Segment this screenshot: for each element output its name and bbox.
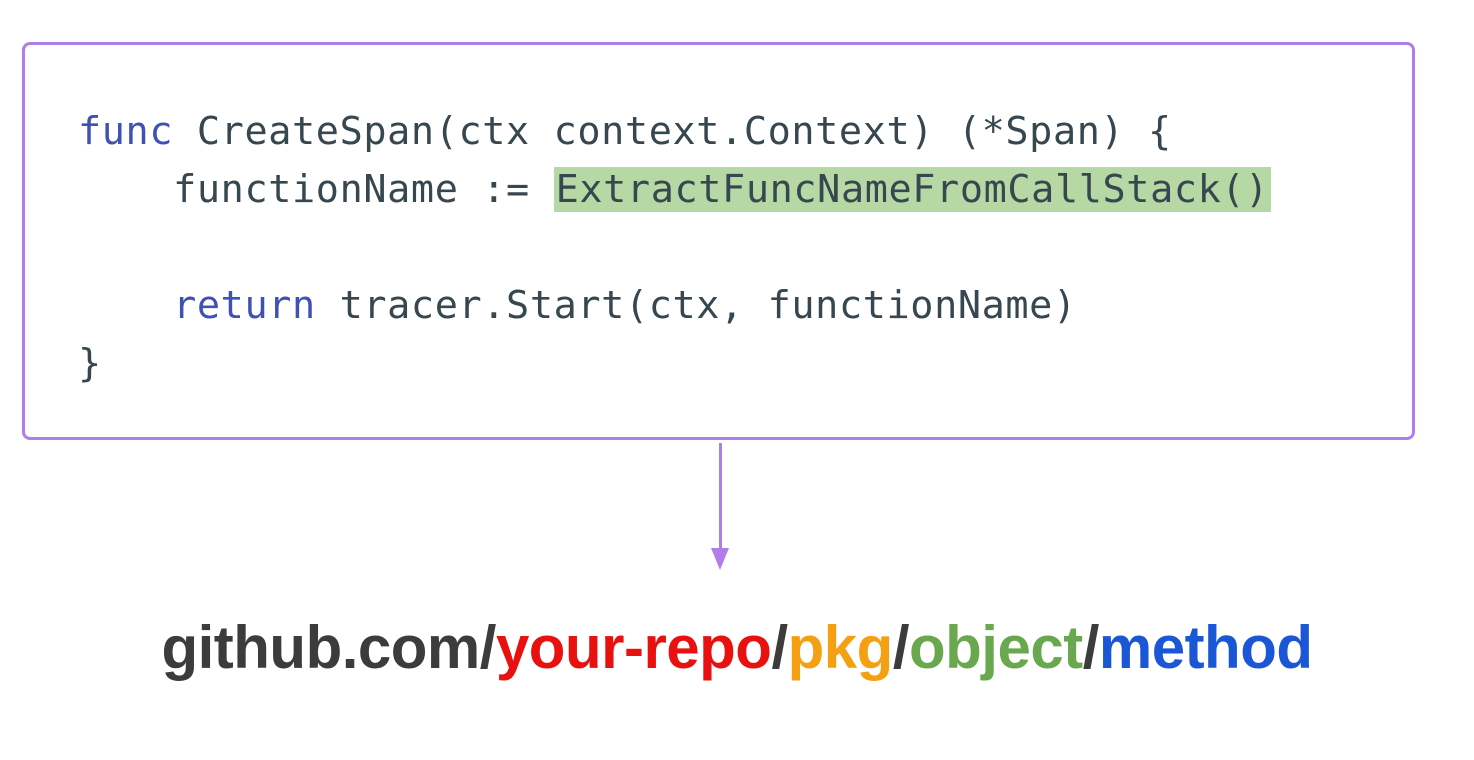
code-block: func CreateSpan(ctx context.Context) (*S… (78, 103, 1271, 393)
return-expression: tracer.Start(ctx, functionName) (315, 283, 1077, 328)
assignment-prefix: functionName := (173, 167, 554, 212)
path-segment: pkg (787, 614, 894, 681)
arrow-down-icon (711, 548, 729, 570)
path-segment: object (908, 614, 1083, 681)
path-segment: / (1082, 614, 1100, 681)
path-segment: your-repo (495, 614, 772, 681)
code-line-5: } (78, 341, 102, 386)
highlighted-call: ExtractFuncNameFromCallStack() (553, 167, 1271, 212)
keyword-return: return (173, 283, 316, 328)
path-segment: / (892, 614, 910, 681)
code-line-4: return tracer.Start(ctx, functionName) (78, 277, 1271, 335)
code-line-3-blank (78, 219, 1271, 277)
path-segment: method (1098, 614, 1313, 681)
code-line-1: func CreateSpan(ctx context.Context) (*S… (78, 103, 1271, 161)
code-line-2: functionName := ExtractFuncNameFromCallS… (78, 161, 1271, 219)
path-segment: github.com/ (161, 614, 496, 681)
connector-line (719, 443, 722, 551)
indent (78, 283, 173, 328)
indent (78, 167, 173, 212)
path-segment: / (771, 614, 788, 681)
code-box: func CreateSpan(ctx context.Context) (*S… (22, 42, 1415, 440)
function-signature: CreateSpan(ctx context.Context) (*Span) … (173, 109, 1172, 154)
result-path: github.com/your-repo/pkg/object/method (0, 606, 1474, 690)
keyword-func: func (78, 109, 174, 154)
